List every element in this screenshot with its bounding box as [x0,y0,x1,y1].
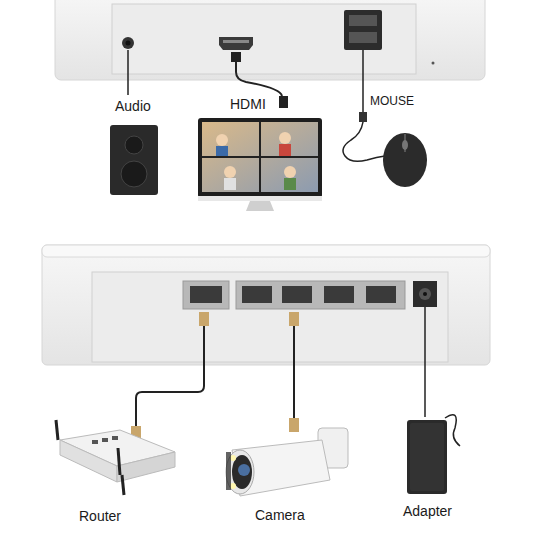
port-label: Audio [113,98,153,114]
device-label: Adapter [401,503,454,519]
port-label: HDMI [228,96,268,112]
device-label: Router [77,508,123,524]
device-label: Camera [253,507,307,523]
port-label: MOUSE [368,93,416,109]
